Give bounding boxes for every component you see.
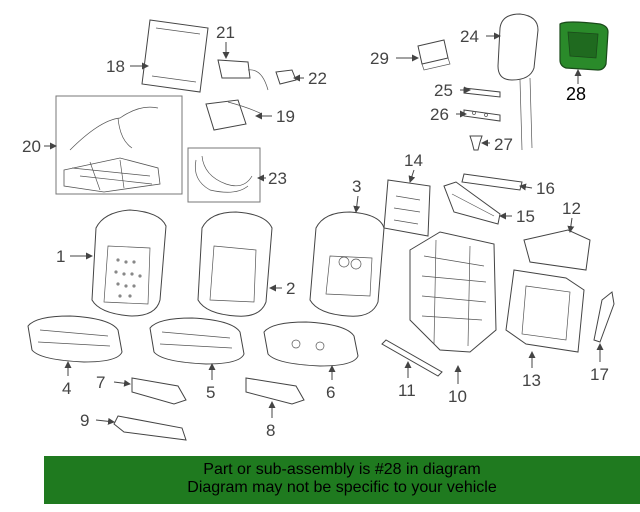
part-19-module[interactable] (205, 99, 263, 131)
part-28-headrest-cover[interactable] (559, 21, 609, 71)
callout-1[interactable]: 1 (56, 247, 65, 266)
callout-11[interactable]: 11 (398, 381, 416, 400)
part-13-shell[interactable] (505, 269, 585, 353)
part-4-seat-cushion[interactable] (27, 315, 123, 363)
part-20-frame-box[interactable] (55, 95, 183, 195)
part-22-connector[interactable] (275, 69, 297, 85)
callout-labels: 18 21 22 19 20 23 29 24 25 26 27 28 14 1… (22, 23, 609, 440)
part-15-bracket[interactable] (443, 181, 501, 225)
callout-25[interactable]: 25 (434, 81, 453, 100)
callout-20[interactable]: 20 (22, 137, 41, 156)
callout-8[interactable]: 8 (266, 421, 275, 440)
callout-26[interactable]: 26 (430, 105, 449, 124)
callout-4[interactable]: 4 (62, 379, 71, 398)
callout-5[interactable]: 5 (206, 383, 215, 402)
part-27-guide[interactable] (469, 135, 483, 151)
part-24-headrest[interactable] (497, 13, 539, 151)
callout-9[interactable]: 9 (80, 411, 89, 430)
leader-lines (44, 32, 604, 425)
callout-13[interactable]: 13 (522, 371, 541, 390)
part-14-lumbar[interactable] (383, 179, 431, 237)
callout-29[interactable]: 29 (370, 49, 389, 68)
part-21-harness[interactable] (217, 59, 269, 91)
callout-18[interactable]: 18 (106, 57, 125, 76)
part-23-wire-box[interactable] (187, 147, 261, 203)
callout-6[interactable]: 6 (326, 383, 335, 402)
callout-22[interactable]: 22 (308, 69, 327, 88)
banner-line-1: Part or sub-assembly is #28 in diagram (203, 461, 481, 478)
callout-21[interactable]: 21 (216, 23, 235, 42)
callout-24[interactable]: 24 (460, 27, 479, 46)
callout-3[interactable]: 3 (352, 177, 361, 196)
banner-line-2: Diagram may not be specific to your vehi… (187, 479, 497, 496)
part-1-back-cushion[interactable] (91, 209, 167, 317)
part-5-seat-cover[interactable] (149, 317, 245, 365)
callout-23[interactable]: 23 (268, 169, 287, 188)
callout-19[interactable]: 19 (276, 107, 295, 126)
part-7-bracket[interactable] (131, 377, 187, 405)
part-26-bracket[interactable] (463, 109, 501, 122)
part-12-shell-top[interactable] (523, 229, 591, 271)
callout-2[interactable]: 2 (286, 279, 295, 298)
callout-28[interactable]: 28 (566, 84, 586, 104)
part-11-rod[interactable] (381, 339, 443, 377)
callout-27[interactable]: 27 (494, 135, 513, 154)
part-18-back-panel[interactable] (141, 19, 209, 93)
callout-14[interactable]: 14 (404, 151, 423, 170)
part-17-side-trim[interactable] (593, 291, 615, 343)
part-16-strip[interactable] (461, 173, 523, 191)
part-3-back-heater[interactable] (309, 211, 385, 317)
info-banner: Part or sub-assembly is #28 in diagram D… (44, 456, 640, 504)
part-6-seat-heater[interactable] (263, 321, 359, 367)
part-2-back-cover[interactable] (197, 211, 273, 317)
callout-16[interactable]: 16 (536, 179, 555, 198)
part-10-frame[interactable] (409, 231, 497, 353)
callout-12[interactable]: 12 (562, 199, 581, 218)
part-29-pad[interactable] (417, 39, 451, 71)
callout-17[interactable]: 17 (590, 365, 609, 384)
callout-15[interactable]: 15 (516, 207, 535, 226)
part-25-bracket[interactable] (463, 87, 501, 98)
callout-10[interactable]: 10 (448, 387, 467, 406)
part-9-plate[interactable] (113, 415, 187, 441)
callout-7[interactable]: 7 (96, 373, 105, 392)
part-8-bracket[interactable] (245, 377, 305, 405)
